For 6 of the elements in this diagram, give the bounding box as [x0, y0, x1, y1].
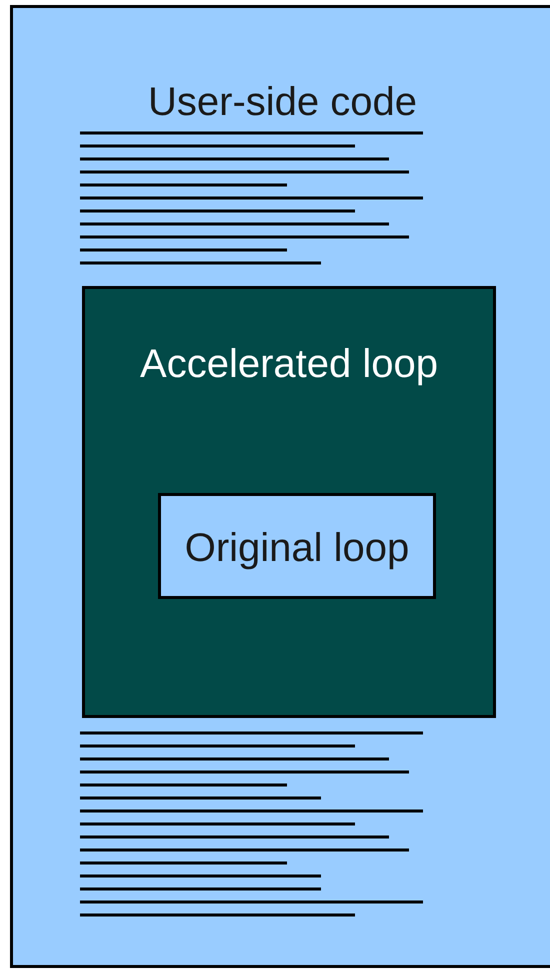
- box-title: Original loop: [184, 526, 410, 571]
- outer-box: [10, 5, 550, 968]
- nested-box: [158, 493, 436, 599]
- inner-box: [82, 286, 496, 718]
- box-title: User-side code: [148, 80, 417, 125]
- box-title: Accelerated loop: [140, 342, 438, 387]
